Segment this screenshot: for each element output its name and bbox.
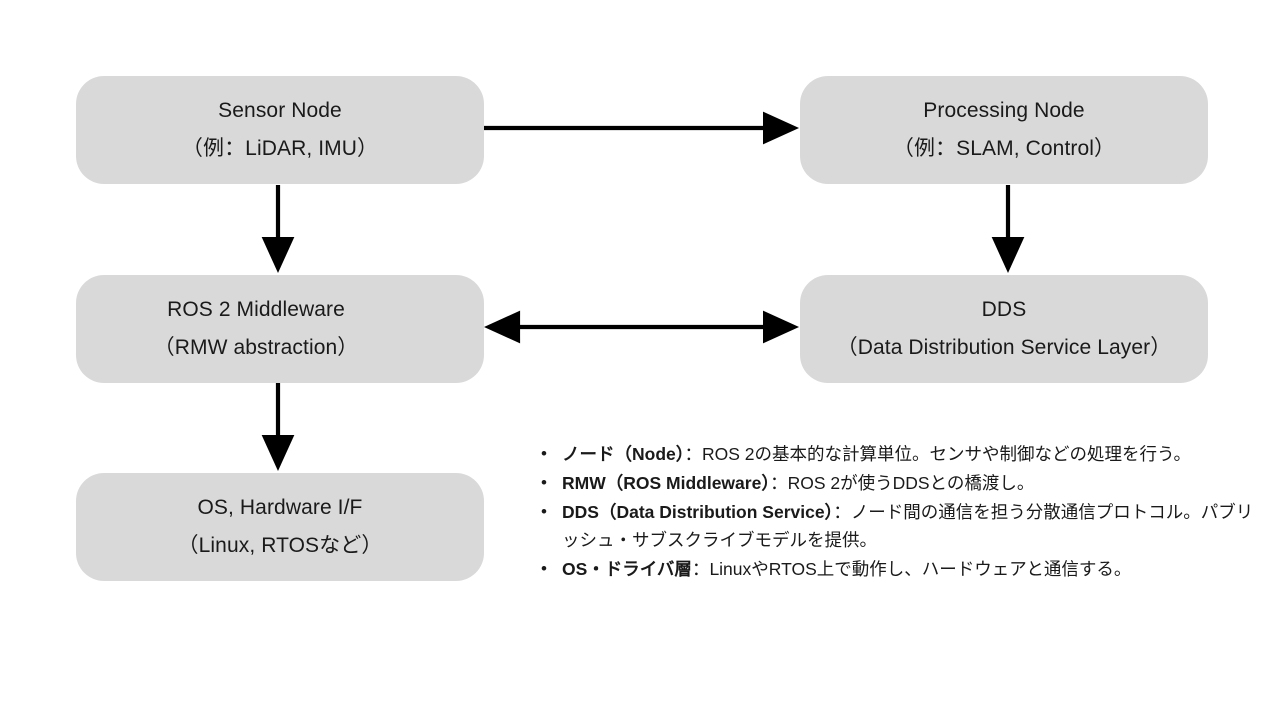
legend-separator: ： bbox=[684, 444, 703, 464]
node-box-title: OS, Hardware I/F bbox=[197, 496, 363, 519]
node-box-title: Processing Node bbox=[923, 99, 1085, 122]
node-box-subtitle: （例：LiDAR, IMU） bbox=[181, 137, 379, 160]
node-box-processing-node[interactable]: Processing Node （例：SLAM, Control） bbox=[800, 76, 1208, 184]
list-item: DDS（Data Distribution Service）：ノード間の通信を担… bbox=[541, 498, 1260, 554]
legend-separator: ： bbox=[833, 502, 851, 522]
list-item: ノード（Node）：ROS 2の基本的な計算単位。センサや制御などの処理を行う。 bbox=[541, 440, 1260, 468]
legend-term: ノード（Node） bbox=[562, 444, 685, 464]
node-box-sensor-node[interactable]: Sensor Node （例：LiDAR, IMU） bbox=[76, 76, 484, 184]
list-item: OS・ドライバ層：LinuxやRTOS上で動作し、ハードウェアと通信する。 bbox=[541, 555, 1260, 583]
node-box-title: Sensor Node bbox=[218, 99, 342, 122]
legend-separator: ： bbox=[770, 473, 788, 493]
node-box-title: DDS bbox=[981, 298, 1027, 321]
legend-description: ノード間の通信を担う分散通信プロトコル。パブリッシュ・サブスクライブモデルを提供… bbox=[562, 502, 1254, 550]
legend-description: ROS 2が使うDDSとの橋渡し。 bbox=[787, 473, 1035, 493]
legend-term: RMW（ROS Middleware） bbox=[562, 473, 771, 493]
node-box-ros2-middleware[interactable]: ROS 2 Middleware （RMW abstraction） bbox=[76, 275, 484, 383]
node-box-title: ROS 2 Middleware bbox=[167, 298, 345, 321]
node-box-dds[interactable]: DDS （Data Distribution Service Layer） bbox=[800, 275, 1208, 383]
legend-description: LinuxやRTOS上で動作し、ハードウェアと通信する。 bbox=[709, 559, 1132, 579]
legend-description: ROS 2の基本的な計算単位。センサや制御などの処理を行う。 bbox=[702, 444, 1191, 464]
list-item: RMW（ROS Middleware）：ROS 2が使うDDSとの橋渡し。 bbox=[541, 469, 1260, 497]
node-box-subtitle: （例：SLAM, Control） bbox=[892, 137, 1116, 160]
legend-list: ノード（Node）：ROS 2の基本的な計算単位。センサや制御などの処理を行う。… bbox=[534, 440, 1260, 584]
legend-term: DDS（Data Distribution Service） bbox=[562, 502, 834, 522]
legend-separator: ： bbox=[691, 559, 710, 579]
node-box-subtitle: （Linux, RTOSなど） bbox=[177, 534, 383, 557]
node-box-subtitle: （RMW abstraction） bbox=[153, 336, 359, 359]
node-box-subtitle: （Data Distribution Service Layer） bbox=[836, 336, 1172, 359]
node-box-os-hardware[interactable]: OS, Hardware I/F （Linux, RTOSなど） bbox=[76, 473, 484, 581]
legend-term: OS・ドライバ層 bbox=[562, 559, 692, 579]
